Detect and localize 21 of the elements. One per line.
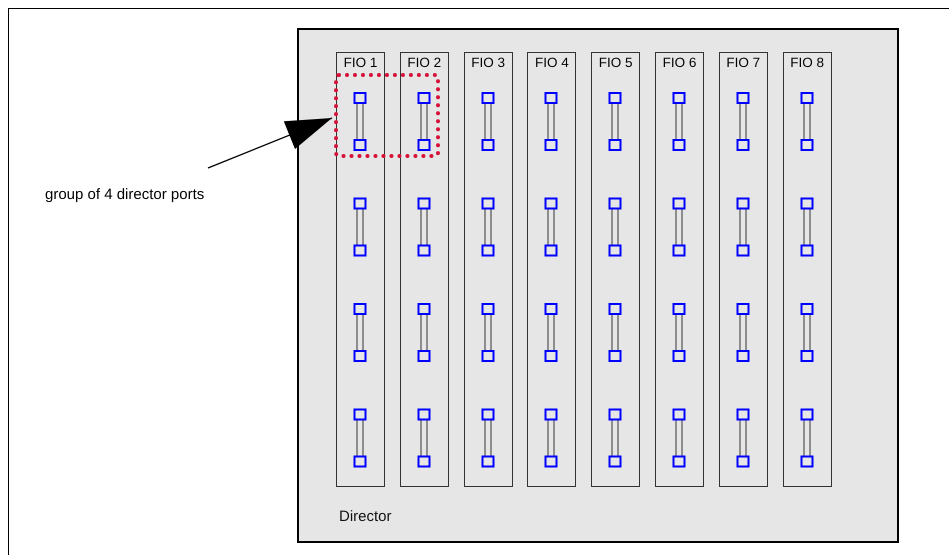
fio-module bbox=[782, 52, 832, 487]
module-label: FIO 7 bbox=[725, 55, 762, 70]
callout-text: group of 4 director ports bbox=[45, 186, 204, 203]
fio-module bbox=[591, 52, 640, 487]
module-label: FIO 1 bbox=[342, 55, 378, 70]
module-label: FIO 3 bbox=[470, 55, 506, 70]
fio-module bbox=[527, 52, 576, 487]
fio-module bbox=[336, 52, 385, 487]
director-chassis bbox=[297, 28, 899, 543]
port-group-outline bbox=[334, 73, 440, 158]
module-label: FIO 8 bbox=[789, 55, 825, 70]
fio-module bbox=[718, 52, 768, 487]
director-label: Director bbox=[339, 508, 392, 525]
module-label: FIO 6 bbox=[662, 55, 698, 70]
module-label: FIO 4 bbox=[534, 55, 570, 70]
fio-module bbox=[400, 52, 449, 487]
module-label: FIO 5 bbox=[598, 55, 634, 70]
fio-module bbox=[464, 52, 513, 487]
fio-module bbox=[655, 52, 704, 487]
arrow bbox=[208, 117, 332, 169]
module-label: FIO 2 bbox=[406, 55, 442, 70]
